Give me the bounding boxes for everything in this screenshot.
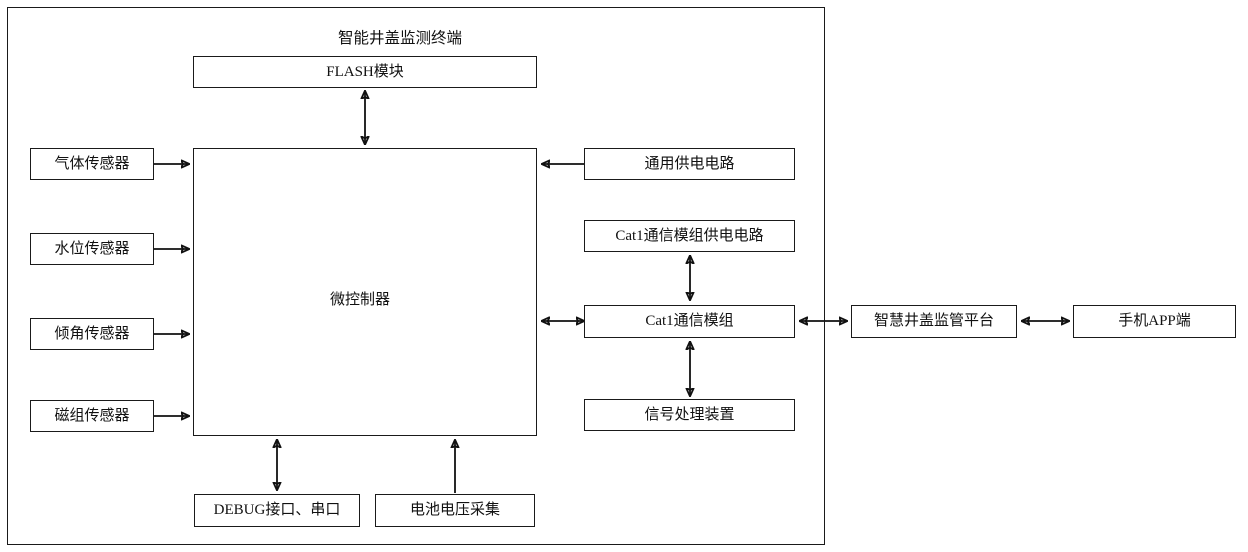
node-mobile-app[interactable]: 手机APP端 xyxy=(1073,305,1236,338)
diagram-title: 智能井盖监测终端 xyxy=(338,30,463,47)
node-general-power-circuit[interactable]: 通用供电电路 xyxy=(584,148,795,180)
node-debug-port[interactable]: DEBUG接口、串口 xyxy=(194,494,360,527)
node-microcontroller-label: 微控制器 xyxy=(330,292,391,308)
node-signal-processing[interactable]: 信号处理装置 xyxy=(584,399,795,431)
node-water-level-sensor[interactable]: 水位传感器 xyxy=(30,233,154,265)
node-cat1-module[interactable]: Cat1通信模组 xyxy=(584,305,795,338)
node-magnetic-sensor[interactable]: 磁组传感器 xyxy=(30,400,154,432)
terminal-enclosure xyxy=(7,7,825,545)
node-cat1-power-circuit[interactable]: Cat1通信模组供电电路 xyxy=(584,220,795,252)
node-gas-sensor[interactable]: 气体传感器 xyxy=(30,148,154,180)
node-tilt-sensor[interactable]: 倾角传感器 xyxy=(30,318,154,350)
node-flash-module[interactable]: FLASH模块 xyxy=(193,56,537,88)
node-battery-voltage[interactable]: 电池电压采集 xyxy=(375,494,535,527)
node-cloud-platform[interactable]: 智慧井盖监管平台 xyxy=(851,305,1017,338)
node-microcontroller[interactable] xyxy=(193,148,537,436)
